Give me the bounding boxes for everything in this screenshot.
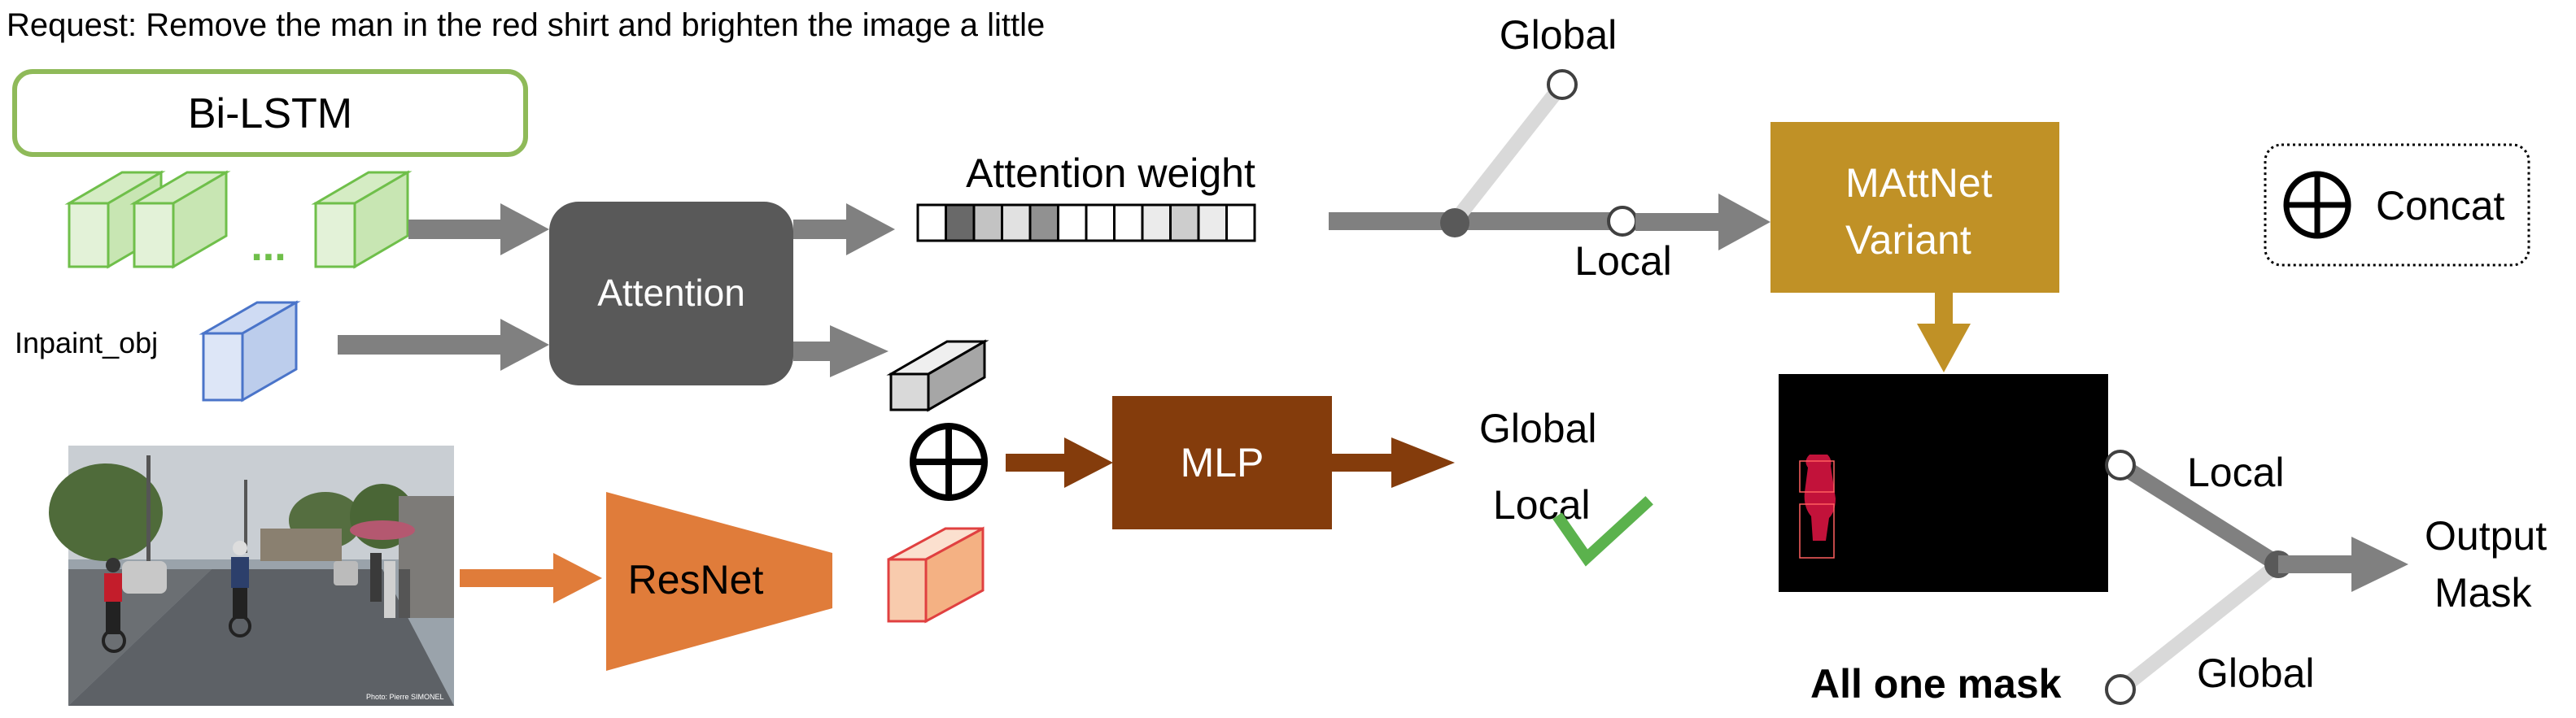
- photo-spectators: [370, 553, 410, 618]
- mask-image: [1779, 374, 2108, 592]
- attention-weight-bar: [916, 203, 1256, 242]
- switch-bottom: [2105, 450, 2408, 705]
- lstm-ellipsis: ...: [251, 223, 286, 270]
- mlp-label: MLP: [1181, 440, 1264, 485]
- arrow-lstm-to-attention: [408, 203, 549, 255]
- concat-circle-main: [910, 423, 988, 501]
- switch-top-local-label: Local: [1574, 238, 1672, 284]
- attention-weight-cell: [1225, 203, 1256, 242]
- attention-box: Attention: [549, 202, 793, 385]
- attention-weight-cell: [1057, 203, 1088, 242]
- visual-cube: [887, 526, 985, 624]
- attention-weight-cell: [1001, 203, 1032, 242]
- attention-weight-cell: [1085, 203, 1116, 242]
- mlp-local-label: Local: [1493, 482, 1591, 528]
- lstm-cube-2: [129, 170, 231, 269]
- bilstm-label: Bi-LSTM: [188, 90, 352, 137]
- switch-bottom-global-label: Global: [2197, 651, 2315, 696]
- arrow-attention-to-context: [793, 325, 889, 377]
- photo-credit: Photo: Pierre SIMONEL: [366, 693, 444, 701]
- concat-legend: Concat: [2264, 143, 2530, 267]
- photo-cyclist-center: [229, 541, 251, 637]
- arrow-switch-to-mattnet: [1635, 194, 1770, 250]
- mattnet-box: MAttNet Variant: [1770, 122, 2059, 293]
- output-label-line1: Output: [2425, 513, 2547, 559]
- inpaint-label: Inpaint_obj: [15, 326, 158, 359]
- attention-weight-cell: [1197, 203, 1228, 242]
- switch-bottom-local-label: Local: [2187, 450, 2285, 495]
- switch-top-global-label: Global: [1500, 12, 1618, 58]
- lstm-cube-3: [311, 170, 413, 269]
- attention-weight-label: Attention weight: [966, 150, 1255, 196]
- arrow-inpaint-to-attention: [338, 319, 549, 371]
- mlp-global-label: Global: [1479, 406, 1597, 451]
- attention-weight-cell: [1141, 203, 1172, 242]
- arrow-attention-to-weights: [793, 203, 895, 255]
- arrow-mattnet-to-mask: [1917, 293, 1971, 372]
- resnet-block: ResNet: [606, 492, 832, 671]
- attention-weight-cell: [945, 203, 976, 242]
- request-text: Request: Remove the man in the red shirt…: [7, 7, 1045, 43]
- mattnet-label-line2: Variant: [1845, 217, 1971, 263]
- resnet-label: ResNet: [628, 557, 764, 603]
- output-label-line2: Mask: [2434, 570, 2532, 616]
- context-cube: [886, 339, 989, 412]
- attention-weight-cell: [1028, 203, 1059, 242]
- check-icon: [1552, 496, 1653, 567]
- input-photo: Photo: Pierre SIMONEL: [49, 446, 454, 706]
- attention-weight-cell: [1169, 203, 1200, 242]
- attention-weight-cell: [1113, 203, 1144, 242]
- bilstm-box: Bi-LSTM: [12, 69, 528, 157]
- mask-person: [1799, 455, 1836, 559]
- mlp-box: MLP: [1112, 396, 1332, 529]
- switch-top: [1329, 69, 1638, 237]
- inpaint-cube: [199, 300, 301, 403]
- concat-legend-label: Concat: [2376, 183, 2505, 228]
- arrow-concat-to-mlp: [1006, 437, 1113, 488]
- arrow-photo-to-resnet: [460, 553, 602, 603]
- arrow-mlp-out: [1332, 437, 1455, 488]
- attention-label: Attention: [597, 272, 745, 314]
- attention-weight-cell: [916, 203, 947, 242]
- photo-cyclist-red: [102, 558, 126, 653]
- concat-legend-icon: [2283, 171, 2351, 239]
- mattnet-label-line1: MAttNet: [1845, 160, 1993, 206]
- all-one-mask-label: All one mask: [1810, 661, 2062, 707]
- attention-weight-cell: [972, 203, 1003, 242]
